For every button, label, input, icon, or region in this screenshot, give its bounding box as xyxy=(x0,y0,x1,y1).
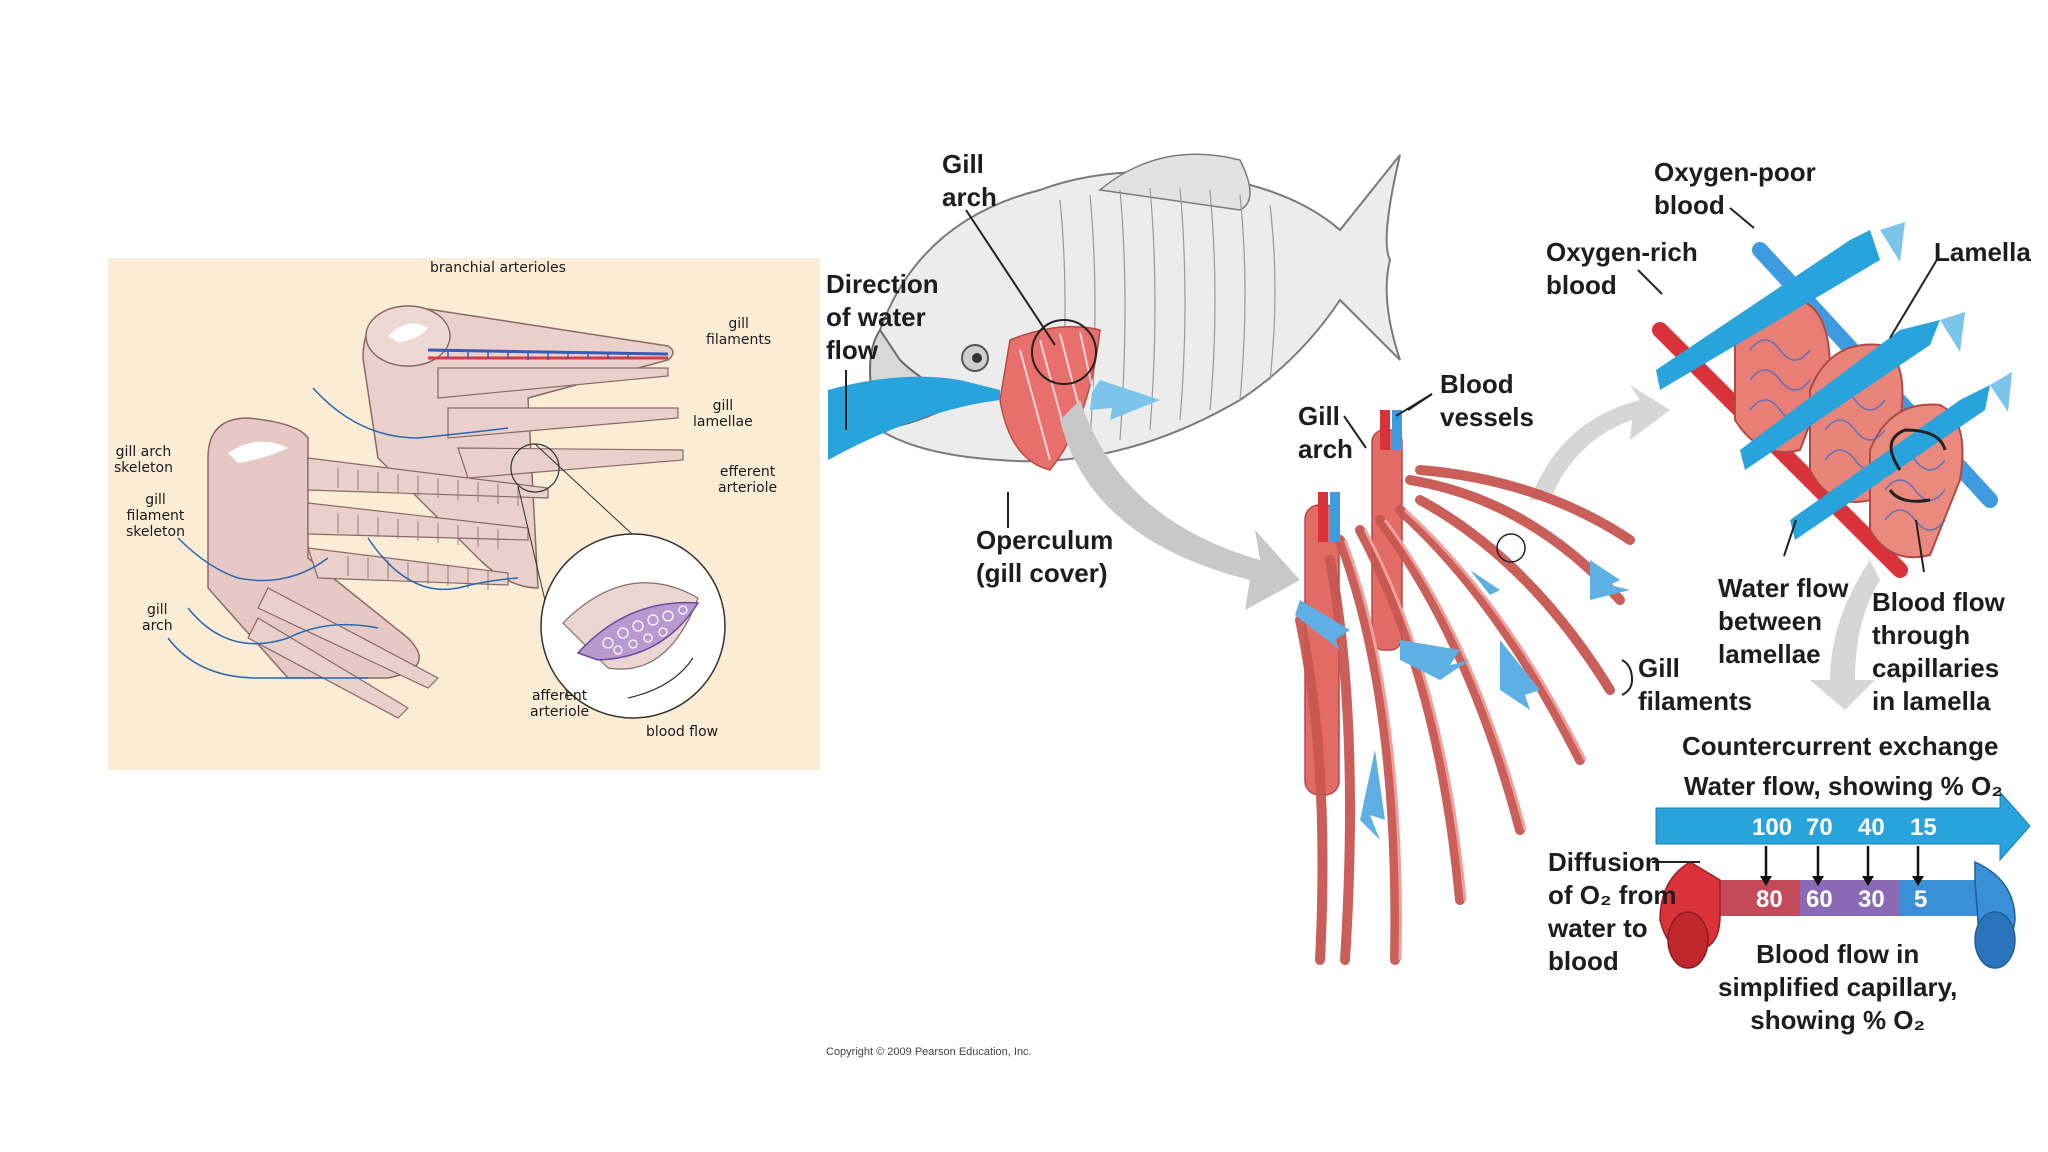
label-gill-arch-mid: Gill arch xyxy=(1298,401,1353,464)
water-o2-value: 40 xyxy=(1858,814,1885,841)
label-branchial-arterioles: branchial arterioles xyxy=(430,260,566,276)
label-operculum: Operculum (gill cover) xyxy=(976,525,1114,588)
label-afferent-arteriole: afferent arteriole xyxy=(530,688,590,720)
blood-o2-value: 30 xyxy=(1858,886,1885,913)
label-lamella: Lamella xyxy=(1934,237,2031,267)
label-gill-arch-left: gill arch xyxy=(142,602,173,634)
label-water-flow-showing-o2: Water flow, showing % O₂ xyxy=(1684,771,2003,801)
label-countercurrent-exchange: Countercurrent exchange xyxy=(1682,731,1999,761)
label-blood-flow-capillary: Blood flow in simplified capillary, show… xyxy=(1718,939,1958,1035)
left-gill-diagram: branchial arterioles gill filaments gill… xyxy=(108,258,820,770)
copyright-notice: Copyright © 2009 Pearson Education, Inc. xyxy=(826,1046,1032,1058)
label-blood-flow-through-capillaries: Blood flow through capillaries in lamell… xyxy=(1872,587,2005,716)
label-direction-of-water-flow: Direction of water flow xyxy=(826,269,939,365)
label-blood-vessels: Blood vessels xyxy=(1440,369,1534,432)
label-gill-filaments-right: Gill filaments xyxy=(1638,653,1753,716)
label-blood-flow-left: blood flow xyxy=(646,724,719,740)
label-gill-lamellae: gill lamellae xyxy=(693,398,753,430)
water-o2-value: 70 xyxy=(1806,814,1833,841)
water-o2-value: 100 xyxy=(1752,814,1793,841)
left-gill-illustration xyxy=(167,305,726,719)
label-gill-arch-fish: Gill arch xyxy=(942,149,997,212)
label-gill-filaments-left: gill filaments xyxy=(706,316,772,348)
water-o2-value: 15 xyxy=(1910,814,1937,841)
label-gill-arch-skeleton: gill arch skeleton xyxy=(114,444,173,476)
label-oxygen-rich-blood: Oxygen-rich blood xyxy=(1546,237,1698,300)
blood-o2-value: 80 xyxy=(1756,886,1783,913)
label-gill-filament-skeleton: gill filament skeleton xyxy=(126,492,185,540)
label-diffusion-o2: Diffusion of O₂ from water to blood xyxy=(1548,847,1677,976)
label-efferent-arteriole: efferent arteriole xyxy=(718,464,778,496)
label-water-flow-between-lamellae: Water flow between lamellae xyxy=(1718,573,1849,669)
blood-o2-value: 5 xyxy=(1914,886,1928,913)
blood-o2-value: 60 xyxy=(1806,886,1833,913)
label-oxygen-poor-blood: Oxygen-poor blood xyxy=(1654,157,1816,220)
